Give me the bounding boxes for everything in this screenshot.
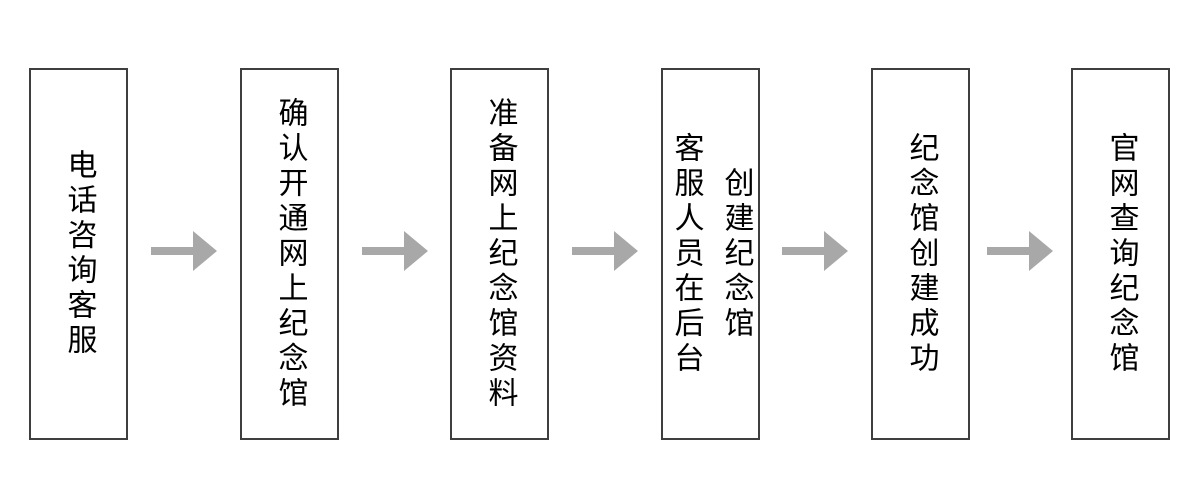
flow-step-label: 纪念馆创建成功 (904, 131, 938, 377)
flow-step-phone-consult: 电话咨询客服 (29, 68, 128, 440)
flow-step-confirm-open: 确认开通网上纪念馆 (240, 68, 339, 440)
flow-step-label: 准备网上纪念馆资料 (483, 96, 517, 412)
flow-step-label-column-2: 创建纪念馆 (719, 166, 753, 342)
flow-step-create-success: 纪念馆创建成功 (871, 68, 970, 440)
right-arrow-icon (362, 229, 428, 273)
flow-step-label: 电话咨询客服 (62, 149, 96, 359)
flow-step-official-site-query: 官网查询纪念馆 (1071, 68, 1170, 440)
flow-step-prepare-materials: 准备网上纪念馆资料 (450, 68, 549, 440)
right-arrow-icon (987, 229, 1053, 273)
flow-step-label: 确认开通网上纪念馆 (273, 96, 307, 412)
flow-step-label: 官网查询纪念馆 (1104, 131, 1138, 377)
right-arrow-icon (151, 229, 217, 273)
right-arrow-icon (572, 229, 638, 273)
flow-step-label-column-1: 客服人员在后台 (669, 131, 703, 377)
right-arrow-icon (782, 229, 848, 273)
flow-step-backend-create: 客服人员在后台 创建纪念馆 (661, 68, 760, 440)
